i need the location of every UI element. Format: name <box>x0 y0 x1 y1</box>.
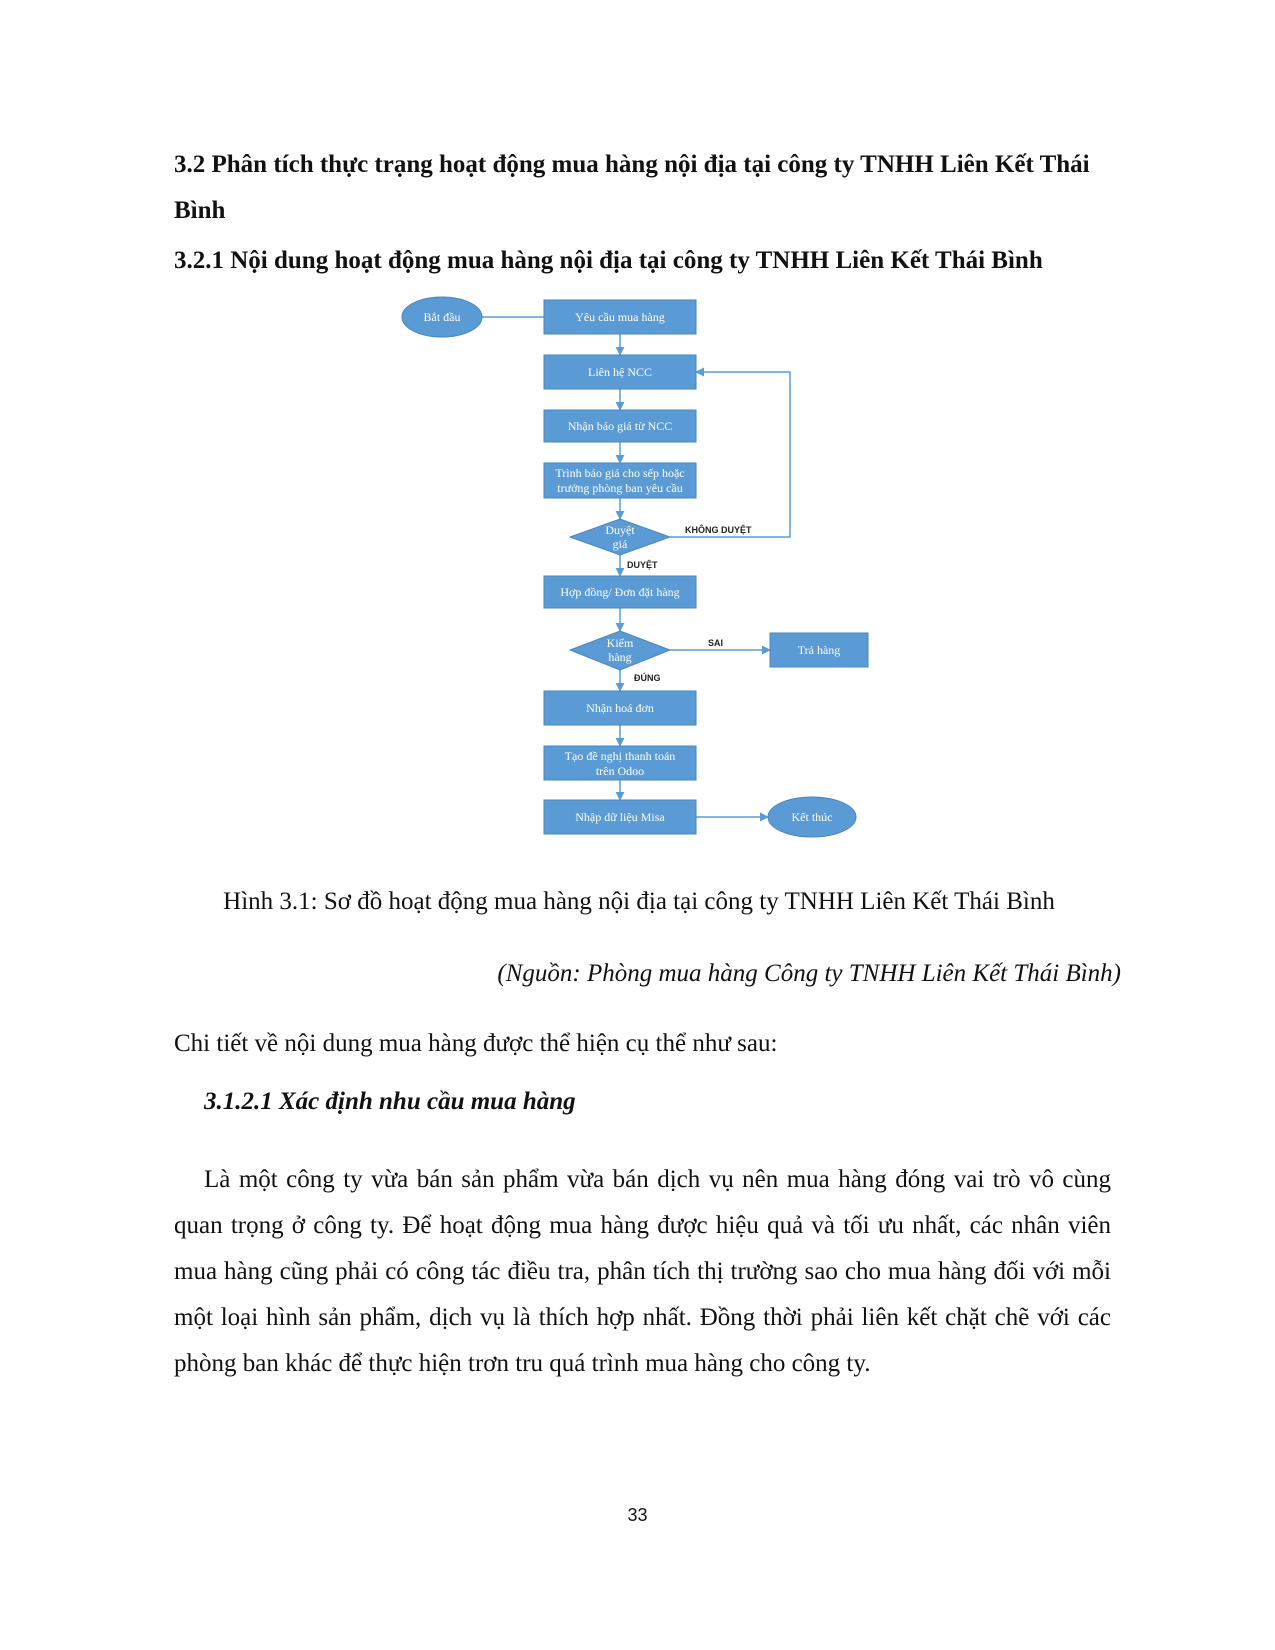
node-payment-label-1: Tạo đề nghị thanh toán <box>565 749 676 763</box>
decision-check-label-1: Kiểm <box>607 636 634 650</box>
purchasing-flowchart: Bắt đầu Yêu cầu mua hàng Liên hệ NCC Nhậ… <box>401 296 869 838</box>
item-heading: 3.1.2.1 Xác định nhu cầu mua hàng <box>204 1088 576 1115</box>
node-quote-label: Nhận báo giá từ NCC <box>568 419 673 433</box>
node-contract: Hợp đồng/ Đơn đặt hàng <box>543 575 697 609</box>
node-request-label: Yêu cầu mua hàng <box>575 310 665 324</box>
label-right: ĐÚNG <box>634 672 661 683</box>
node-payment: Tạo đề nghị thanh toán trên Odoo <box>543 745 697 781</box>
node-misa: Nhập dữ liệu Misa <box>543 799 697 835</box>
subsection-heading: 3.2.1 Nội dung hoạt động mua hàng nội đị… <box>174 247 1043 274</box>
node-return-label: Trả hàng <box>798 643 841 657</box>
decision-check: Kiểm hàng <box>568 630 672 671</box>
body-paragraph: Là một công ty vừa bán sản phẩm vừa bán … <box>174 1166 1111 1377</box>
lead-sentence: Chi tiết về nội dung mua hàng được thể h… <box>174 1030 778 1057</box>
node-misa-label: Nhập dữ liệu Misa <box>575 810 665 824</box>
node-submit: Trình báo giá cho sếp hoặc trưởng phòng … <box>543 462 697 499</box>
decision-approve-label-1: Duyệt <box>605 523 635 537</box>
node-invoice-label: Nhận hoá đơn <box>586 701 654 715</box>
node-contact-label: Liên hệ NCC <box>588 365 652 379</box>
node-payment-label-2: trên Odoo <box>596 764 644 778</box>
label-wrong: SAI <box>708 638 723 648</box>
edge-not-approved-loop <box>670 367 791 538</box>
decision-check-label-2: hàng <box>608 650 631 664</box>
section-heading: 3.2 Phân tích thực trạng hoạt động mua h… <box>174 151 1090 224</box>
node-contact: Liên hệ NCC <box>543 354 697 390</box>
node-invoice: Nhận hoá đơn <box>543 690 697 726</box>
node-end: Kết thúc <box>767 796 857 838</box>
node-quote: Nhận báo giá từ NCC <box>543 409 697 443</box>
decision-approve-label-2: giá <box>613 537 628 551</box>
node-contract-label: Hợp đồng/ Đơn đặt hàng <box>560 585 679 599</box>
label-not-approved: KHÔNG DUYỆT <box>685 524 752 535</box>
label-approved: DUYỆT <box>627 559 658 570</box>
node-request: Yêu cầu mua hàng <box>543 299 697 335</box>
figure-caption: Hình 3.1: Sơ đồ hoạt động mua hàng nội đ… <box>223 888 1055 915</box>
node-submit-label-1: Trình báo giá cho sếp hoặc <box>555 466 684 480</box>
figure-source: (Nguồn: Phòng mua hàng Công ty TNHH Liên… <box>497 960 1121 987</box>
node-start-label: Bắt đầu <box>424 310 461 324</box>
node-start: Bắt đầu <box>401 296 483 338</box>
node-return: Trả hàng <box>769 632 869 668</box>
node-end-label: Kết thúc <box>792 810 833 824</box>
page-number: 33 <box>627 1505 648 1525</box>
node-submit-label-2: trưởng phòng ban yêu cầu <box>557 481 682 495</box>
decision-approve: Duyệt giá <box>568 518 672 556</box>
